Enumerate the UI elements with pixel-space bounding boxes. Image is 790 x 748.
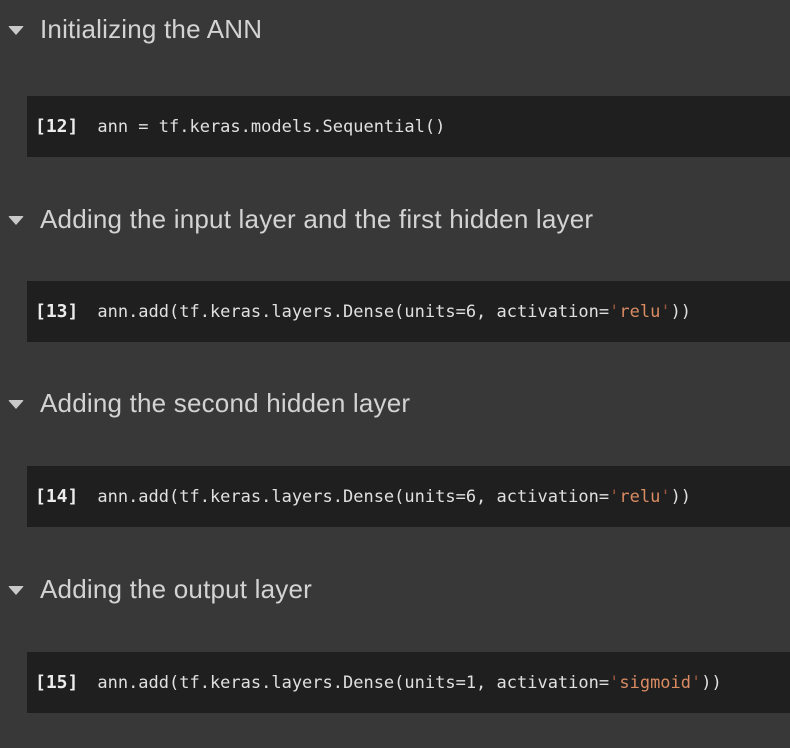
code-string: relu (619, 486, 661, 507)
code-cell[interactable]: [12] ann = tf.keras.models.Sequential() (27, 96, 790, 157)
code-line[interactable]: ann.add(tf.keras.layers.Dense(units=6, a… (97, 302, 691, 322)
code-cell[interactable]: [13] ann.add(tf.keras.layers.Dense(units… (27, 281, 790, 342)
code-segment: )) (701, 672, 722, 693)
code-cell[interactable]: [15] ann.add(tf.keras.layers.Dense(units… (27, 652, 790, 713)
collapse-arrow-icon[interactable] (8, 586, 24, 595)
code-segment: ann = tf.keras.models.Sequential() (97, 116, 446, 137)
code-cell[interactable]: [14] ann.add(tf.keras.layers.Dense(units… (27, 466, 790, 527)
section-header: Initializing the ANN (0, 12, 790, 46)
section-title: Adding the second hidden layer (40, 387, 411, 418)
section-title: Adding the output layer (40, 573, 313, 604)
code-line[interactable]: ann = tf.keras.models.Sequential() (97, 117, 445, 137)
code-string: sigmoid (619, 672, 692, 693)
code-string: relu (619, 301, 661, 322)
collapse-arrow-icon[interactable] (8, 400, 24, 409)
section-input-first-hidden-layer: Adding the input layer and the first hid… (0, 202, 790, 342)
code-string-quote: ' (609, 301, 620, 322)
code-segment: ann.add(tf.keras.layers.Dense(units=1, a… (97, 672, 610, 693)
code-segment: )) (670, 301, 692, 322)
code-string-quote: ' (691, 672, 702, 693)
section-header: Adding the output layer (0, 572, 790, 606)
collapse-arrow-icon[interactable] (8, 26, 24, 35)
section-initializing-ann: Initializing the ANN [12] ann = tf.keras… (0, 12, 790, 157)
section-header: Adding the input layer and the first hid… (0, 202, 790, 236)
execution-count: [14] (35, 486, 79, 507)
section-title: Initializing the ANN (40, 13, 263, 44)
code-segment: ann.add(tf.keras.layers.Dense(units=6, a… (97, 486, 610, 507)
code-line[interactable]: ann.add(tf.keras.layers.Dense(units=6, a… (97, 487, 691, 507)
section-header: Adding the second hidden layer (0, 386, 790, 420)
collapse-arrow-icon[interactable] (8, 216, 24, 225)
execution-count: [13] (35, 301, 79, 322)
code-segment: )) (670, 486, 692, 507)
code-segment: ann.add(tf.keras.layers.Dense(units=6, a… (97, 301, 610, 322)
execution-count: [15] (35, 672, 79, 693)
section-second-hidden-layer: Adding the second hidden layer [14] ann.… (0, 386, 790, 527)
code-string-quote: ' (609, 672, 620, 693)
section-output-layer: Adding the output layer [15] ann.add(tf.… (0, 572, 790, 713)
code-line[interactable]: ann.add(tf.keras.layers.Dense(units=1, a… (97, 673, 721, 693)
code-string-quote: ' (660, 301, 671, 322)
section-title: Adding the input layer and the first hid… (40, 203, 594, 234)
code-string-quote: ' (660, 486, 671, 507)
code-string-quote: ' (609, 486, 620, 507)
execution-count: [12] (35, 116, 79, 137)
